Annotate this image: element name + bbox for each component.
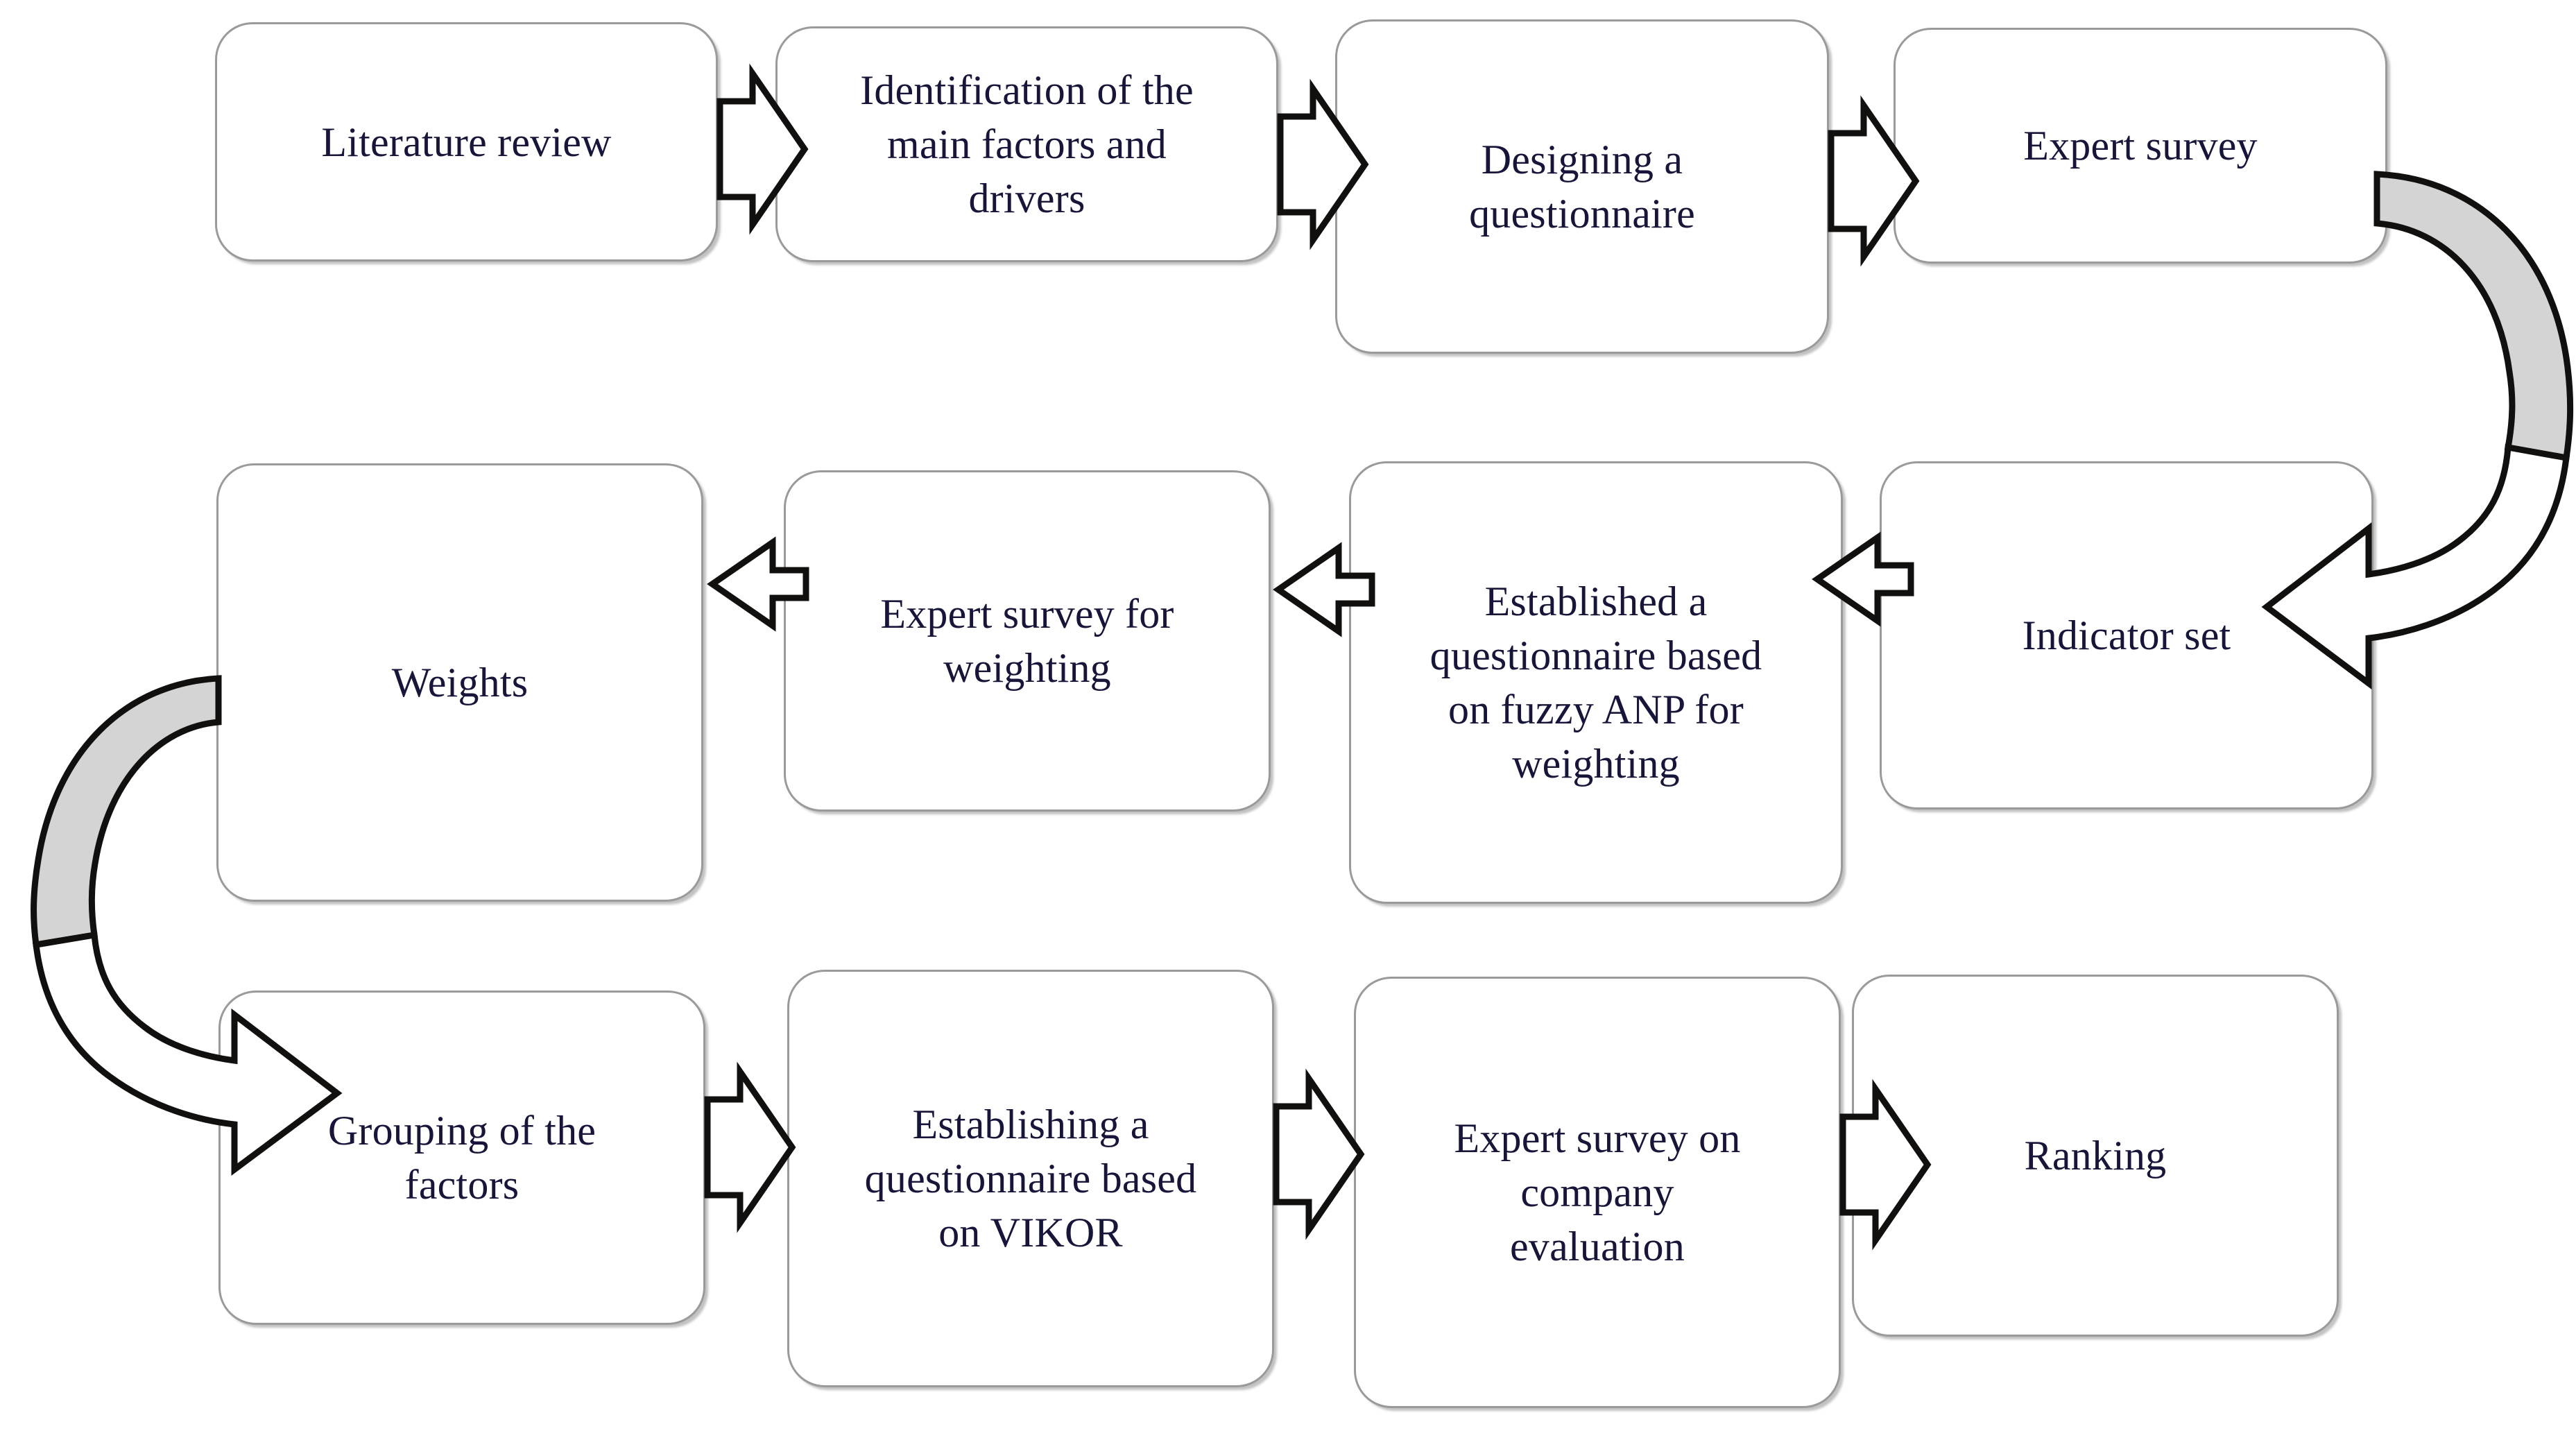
node-expert-survey[interactable]: Expert survey <box>1894 28 2387 264</box>
node-expert-survey-for-weighting[interactable]: Expert survey for weighting <box>784 470 1271 812</box>
node-label: Literature review <box>321 119 612 165</box>
node-label: Established a questionnaire based on fuz… <box>1429 578 1762 787</box>
node-expert-survey-on-company-evaluation[interactable]: Expert survey on company evaluation <box>1354 977 1841 1408</box>
node-weights[interactable]: Weights <box>216 463 703 902</box>
node-establishing-questionnaire-vikor[interactable]: Establishing a questionnaire based on VI… <box>787 970 1274 1387</box>
arrow-grouping-to-establishing-vikor <box>704 1061 796 1233</box>
node-identification-of-main-factors-and-drivers[interactable]: Identification of the main factors and d… <box>775 26 1278 262</box>
node-label: Designing a questionnaire <box>1469 137 1695 237</box>
node-label: Establishing a questionnaire based on VI… <box>864 1102 1197 1255</box>
node-established-questionnaire-fuzzy-anp[interactable]: Established a questionnaire based on fuz… <box>1349 461 1843 904</box>
node-designing-a-questionnaire[interactable]: Designing a questionnaire <box>1335 19 1829 354</box>
node-label: Identification of the main factors and d… <box>860 67 1194 221</box>
arrow-establishing-vikor-to-expert-survey-on-company <box>1273 1068 1365 1240</box>
node-ranking[interactable]: Ranking <box>1852 975 2339 1337</box>
node-label: Expert survey <box>2023 123 2258 169</box>
node-label: Expert survey for weighting <box>880 591 1174 691</box>
node-label: Grouping of the factors <box>327 1108 596 1208</box>
node-label: Expert survey on company evaluation <box>1454 1115 1741 1269</box>
node-label: Weights <box>391 660 529 705</box>
node-grouping-of-the-factors[interactable]: Grouping of the factors <box>218 991 705 1325</box>
node-literature-review[interactable]: Literature review <box>215 22 718 262</box>
node-label: Ranking <box>2024 1133 2167 1178</box>
node-label: Indicator set <box>2022 612 2231 658</box>
node-indicator-set[interactable]: Indicator set <box>1880 461 2373 809</box>
